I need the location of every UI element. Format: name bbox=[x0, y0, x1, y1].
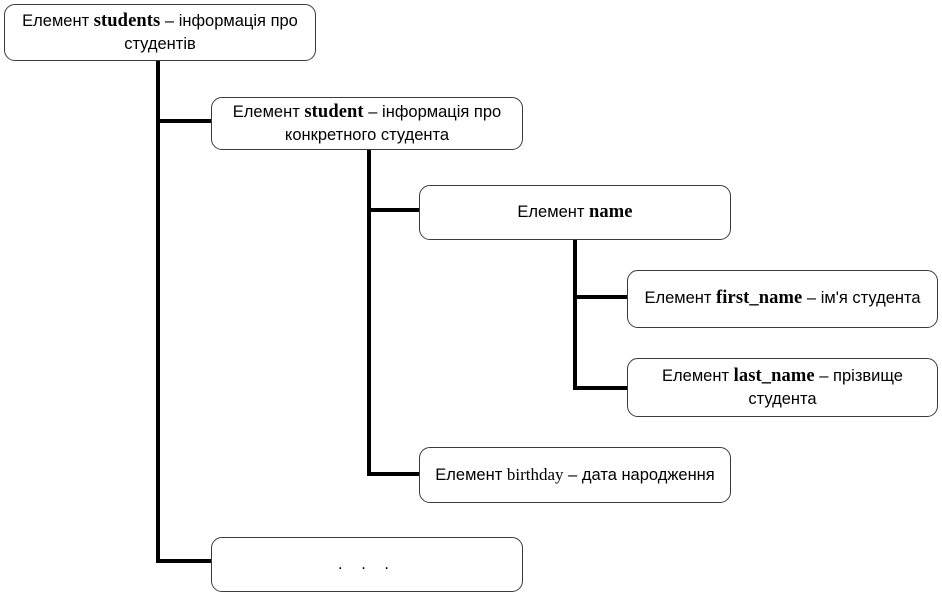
node-first-name-name: first_name bbox=[716, 288, 803, 309]
connector-branch-first-name bbox=[573, 295, 630, 299]
node-birthday-text: Елемент birthday – дата народження bbox=[425, 464, 724, 486]
node-ellipsis[interactable]: . . . bbox=[211, 537, 523, 592]
node-students[interactable]: Елемент students – інформація про студен… bbox=[4, 4, 316, 61]
connector-branch-name bbox=[367, 208, 422, 212]
connector-trunk-students bbox=[156, 61, 160, 563]
node-students-separator: – bbox=[160, 12, 179, 31]
node-last-name-text: Елемент last_name – прізвище студента bbox=[628, 365, 937, 410]
node-students-name: students bbox=[93, 11, 161, 32]
node-student-text: Елемент student – інформація про конкрет… bbox=[212, 101, 522, 146]
node-name-prefix: Елемент bbox=[517, 202, 590, 221]
node-birthday[interactable]: Елемент birthday – дата народження bbox=[419, 447, 731, 503]
node-last-name-description: прізвище студента bbox=[748, 367, 903, 408]
node-first-name-prefix: Елемент bbox=[644, 289, 717, 308]
node-last-name-prefix: Елемент bbox=[662, 367, 734, 386]
connector-trunk-student bbox=[367, 150, 371, 476]
node-student-description: інформація про конкретного студента bbox=[284, 103, 502, 144]
node-birthday-separator: – bbox=[563, 465, 582, 484]
node-birthday-name: birthday bbox=[506, 464, 564, 484]
node-student[interactable]: Елемент student – інформація про конкрет… bbox=[211, 97, 523, 150]
connector-branch-student bbox=[156, 119, 213, 123]
node-name[interactable]: Елемент name bbox=[419, 185, 731, 240]
node-students-text: Елемент students – інформація про студен… bbox=[5, 10, 315, 55]
node-birthday-description: дата народження bbox=[581, 465, 715, 484]
node-name-name: name bbox=[589, 201, 633, 222]
node-students-prefix: Елемент bbox=[22, 12, 94, 31]
connector-branch-birthday bbox=[367, 472, 422, 476]
node-first-name-text: Елемент first_name – ім'я студента bbox=[634, 287, 930, 311]
node-name-text: Елемент name bbox=[507, 201, 642, 225]
node-last-name-name: last_name bbox=[733, 366, 815, 387]
node-last-name[interactable]: Елемент last_name – прізвище студента bbox=[627, 358, 938, 417]
node-first-name-description: ім'я студента bbox=[820, 289, 921, 308]
node-ellipsis-text: . . . bbox=[338, 554, 396, 573]
node-first-name[interactable]: Елемент first_name – ім'я студента bbox=[627, 270, 938, 328]
node-first-name-separator: – bbox=[802, 289, 821, 308]
node-student-separator: – bbox=[363, 103, 383, 122]
connector-branch-last-name bbox=[573, 386, 630, 390]
node-birthday-prefix: Елемент bbox=[435, 465, 507, 484]
connector-branch-ellipsis bbox=[156, 559, 213, 563]
node-last-name-separator: – bbox=[814, 367, 834, 386]
node-student-prefix: Елемент bbox=[232, 103, 305, 122]
node-students-description: інформація про студентів bbox=[124, 12, 298, 53]
node-student-name: student bbox=[304, 102, 364, 123]
connector-trunk-name bbox=[573, 240, 577, 390]
